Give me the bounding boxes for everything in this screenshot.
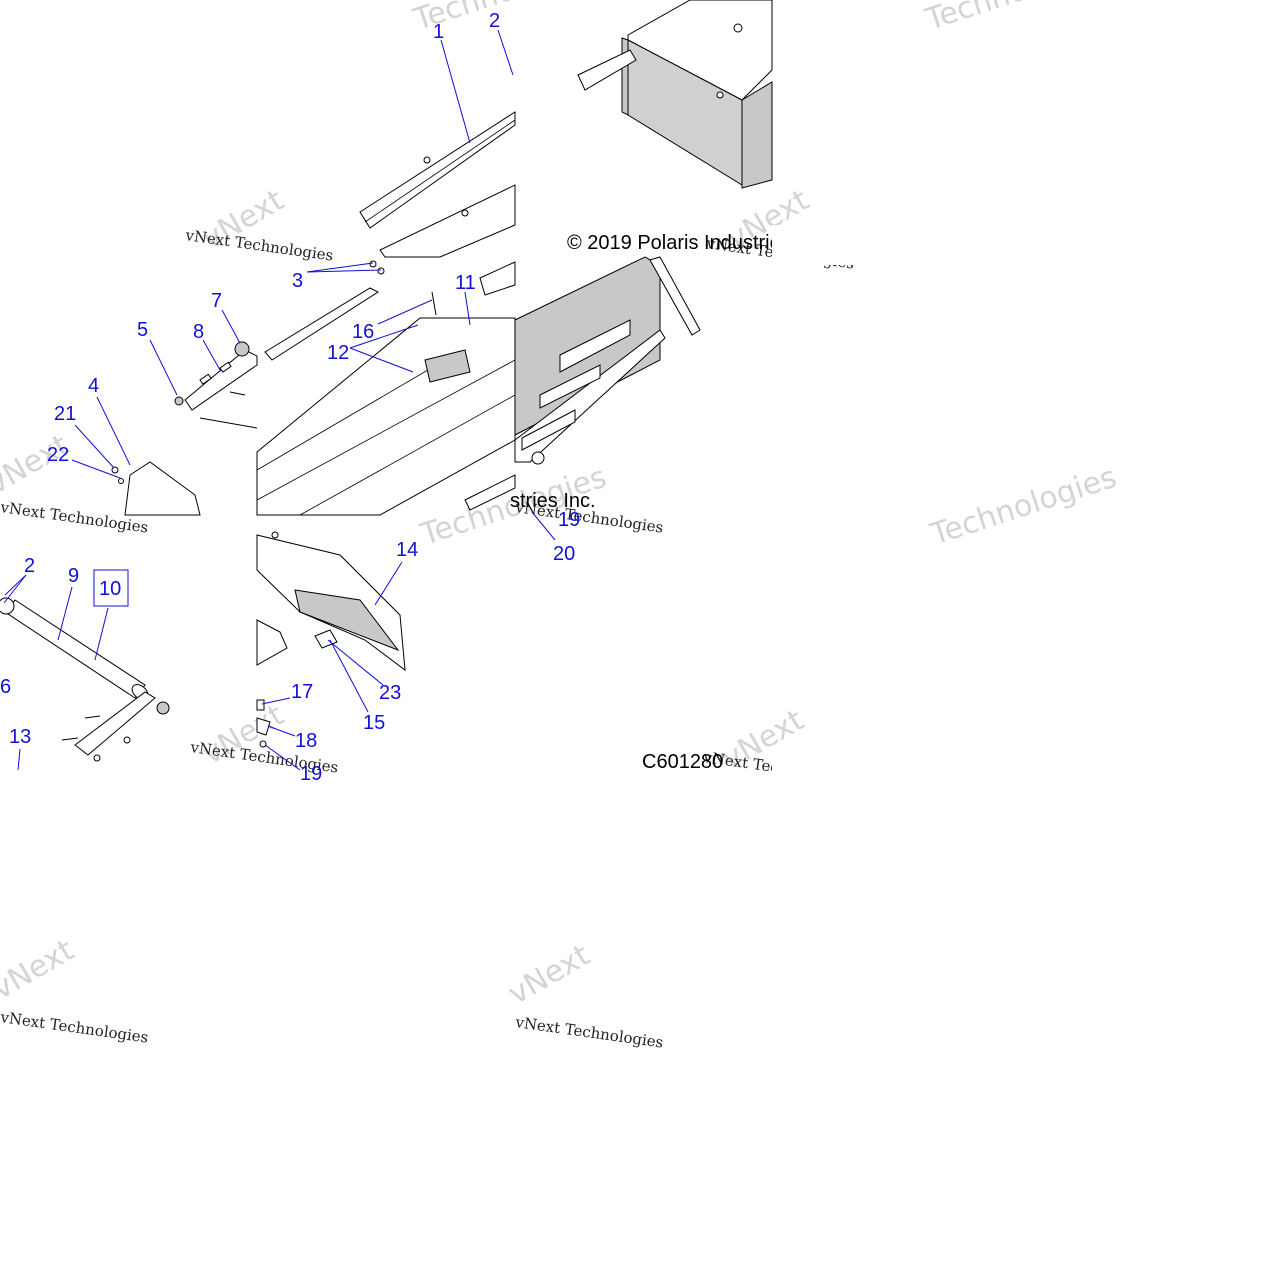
frame-section-part: [379, 184, 516, 258]
bracket-part: [479, 261, 516, 296]
screw-part: [461, 209, 469, 217]
tile-top-rail: [359, 111, 516, 258]
side-rail-part: [264, 287, 380, 361]
side-frame-part: [256, 619, 288, 666]
callout-3: 3: [292, 270, 303, 292]
callout-18: 18: [295, 730, 317, 752]
callout-6: 6: [0, 676, 11, 698]
tile-chassis-rear: [577, 0, 773, 189]
callout-7: 7: [211, 290, 222, 312]
callout-15: 15: [363, 712, 385, 734]
callout-14: 14: [396, 539, 418, 561]
bracket-part: [577, 49, 637, 91]
callout-19: 19: [558, 509, 580, 531]
callout-4: 4: [88, 375, 99, 397]
bushing-part: [156, 701, 170, 715]
bracket-arm-part: [184, 349, 258, 411]
trim-part: [464, 474, 516, 511]
tile-left-bracket: [111, 341, 258, 516]
cover-plate-part: [424, 349, 471, 383]
washer-part: [256, 717, 271, 736]
callout-20: 20: [553, 543, 575, 565]
watermark-script: vNext Technologies: [0, 1008, 150, 1047]
watermark-technologies: Technologies: [921, 0, 1116, 38]
washer-part: [118, 478, 124, 484]
callout-17: 17: [291, 681, 313, 703]
tube-part: [4, 599, 146, 699]
watermark-technologies: Technologies: [926, 460, 1121, 553]
copyright-text: © 2019 Polaris Industries Inc.: [567, 232, 829, 254]
callout-8: 8: [193, 321, 204, 343]
bushing-part: [0, 597, 15, 615]
callout-1: 1: [433, 21, 444, 43]
washer-part: [259, 740, 267, 748]
callout-19b: 19: [300, 763, 322, 785]
callout-2: 2: [489, 10, 500, 32]
step-tread-part: [539, 364, 601, 409]
callout-23: 23: [379, 682, 401, 704]
hole-part: [733, 23, 743, 33]
callout-5: 5: [137, 319, 148, 341]
screw-part: [271, 531, 279, 539]
callout-2b: 2: [24, 555, 35, 577]
diagram-code: C601280: [642, 751, 723, 773]
callout-10: 10: [99, 578, 121, 600]
hole-part: [716, 91, 724, 99]
bolt-part: [61, 737, 79, 741]
nut-part: [377, 267, 385, 275]
step-tread-part: [559, 319, 631, 373]
watermark-script: vNext Technologies: [183, 226, 334, 265]
callout-13: 13: [9, 726, 31, 748]
bolt-part: [229, 391, 246, 396]
tile-tube: [0, 597, 170, 762]
frame-brace-part: [649, 256, 701, 336]
bolt-part: [199, 417, 258, 429]
nut-part: [123, 736, 131, 744]
callout-9: 9: [68, 565, 79, 587]
callouts: 1 2 3 4 5 7 8 11 12 16 19 20 21 22 2 9 1…: [0, 10, 580, 785]
nut-part: [174, 396, 184, 406]
spacer-part: [256, 699, 265, 711]
screw-part: [423, 156, 431, 164]
side-wall-part: [741, 81, 773, 189]
callout-12: 12: [327, 342, 349, 364]
skid-detail-part: [294, 589, 400, 652]
callout-21: 21: [54, 403, 76, 425]
bolt-part: [84, 715, 101, 719]
nut-part: [93, 754, 101, 762]
leader-lines: [3, 29, 556, 771]
bushing-part: [234, 341, 250, 357]
callout-16: 16: [352, 321, 374, 343]
tile-main-frame: [256, 260, 516, 516]
bolt-part: [431, 291, 437, 316]
watermark-vnext: vNext: [503, 938, 597, 1012]
watermark-script: vNext Technologies: [513, 1013, 664, 1052]
bracket-arm-part: [74, 691, 156, 756]
tube-end-part: [531, 451, 545, 465]
screw-part: [111, 466, 119, 474]
side-wall-part: [621, 37, 629, 116]
skid-plate-part: [124, 461, 201, 516]
callout-22: 22: [47, 444, 69, 466]
copyright-fragment: stries Inc.: [510, 490, 596, 512]
nut-part: [369, 260, 377, 268]
callout-10-box: [93, 569, 129, 607]
watermark-vnext: vNext: [0, 933, 80, 1007]
tile-side-step: [514, 256, 701, 465]
callout-11: 11: [455, 272, 476, 294]
step-tread-part: [521, 409, 576, 451]
